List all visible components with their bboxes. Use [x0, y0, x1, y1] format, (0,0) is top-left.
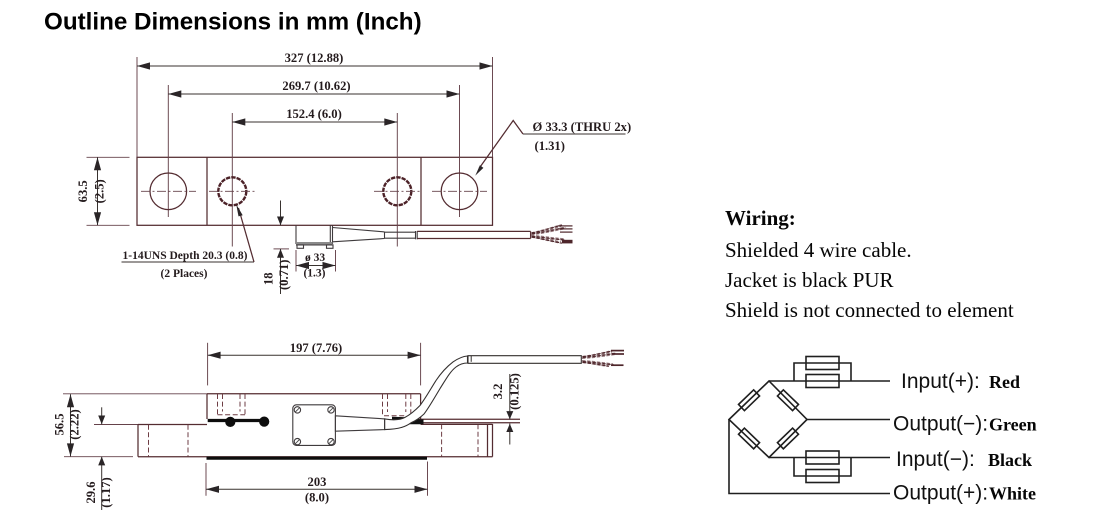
svg-text:(1.3): (1.3) — [303, 268, 325, 280]
svg-text:(0.71): (0.71) — [277, 260, 291, 290]
svg-text:152.4 (6.0): 152.4 (6.0) — [286, 107, 342, 121]
svg-text:(2.22): (2.22) — [68, 409, 82, 439]
svg-text:(2 Places): (2 Places) — [161, 268, 208, 280]
svg-text:Wiring:: Wiring: — [725, 206, 796, 230]
svg-text:327 (12.88): 327 (12.88) — [285, 51, 344, 65]
svg-text:203: 203 — [308, 475, 327, 489]
svg-text:Output(−):: Output(−): — [893, 413, 988, 436]
svg-text:(1.31): (1.31) — [535, 139, 565, 153]
svg-text:18: 18 — [262, 273, 276, 286]
svg-text:Outline Dimensions in mm (Inch: Outline Dimensions in mm (Inch) — [44, 9, 422, 36]
svg-text:Green: Green — [989, 415, 1037, 435]
svg-text:Ø 33.3 (THRU 2x): Ø 33.3 (THRU 2x) — [533, 120, 632, 134]
svg-text:(1.17): (1.17) — [99, 477, 113, 507]
svg-text:Red: Red — [989, 372, 1020, 392]
svg-text:197 (7.76): 197 (7.76) — [290, 341, 342, 355]
svg-text:1-14UNS Depth 20.3 (0.8): 1-14UNS Depth 20.3 (0.8) — [123, 250, 248, 262]
svg-text:Output(+):: Output(+): — [893, 482, 988, 505]
svg-text:Input(+):: Input(+): — [901, 370, 980, 393]
svg-text:ø 33: ø 33 — [305, 252, 325, 264]
svg-text:Black: Black — [988, 450, 1032, 470]
svg-text:56.5: 56.5 — [53, 413, 67, 435]
svg-text:Input(−):: Input(−): — [896, 448, 975, 471]
svg-text:Shield is not connected to ele: Shield is not connected to element — [725, 298, 1014, 322]
svg-text:White: White — [989, 484, 1036, 504]
svg-text:269.7 (10.62): 269.7 (10.62) — [282, 79, 350, 93]
svg-text:(8.0): (8.0) — [305, 491, 329, 505]
svg-text:(0.125): (0.125) — [508, 373, 522, 410]
svg-text:3.2: 3.2 — [491, 384, 505, 400]
svg-text:Jacket is black PUR: Jacket is black PUR — [725, 268, 894, 292]
svg-text:Shielded 4 wire cable.: Shielded 4 wire cable. — [725, 238, 912, 262]
svg-text:63.5: 63.5 — [76, 180, 90, 202]
svg-text:29.6: 29.6 — [84, 481, 98, 503]
svg-text:(2.5): (2.5) — [93, 179, 107, 203]
